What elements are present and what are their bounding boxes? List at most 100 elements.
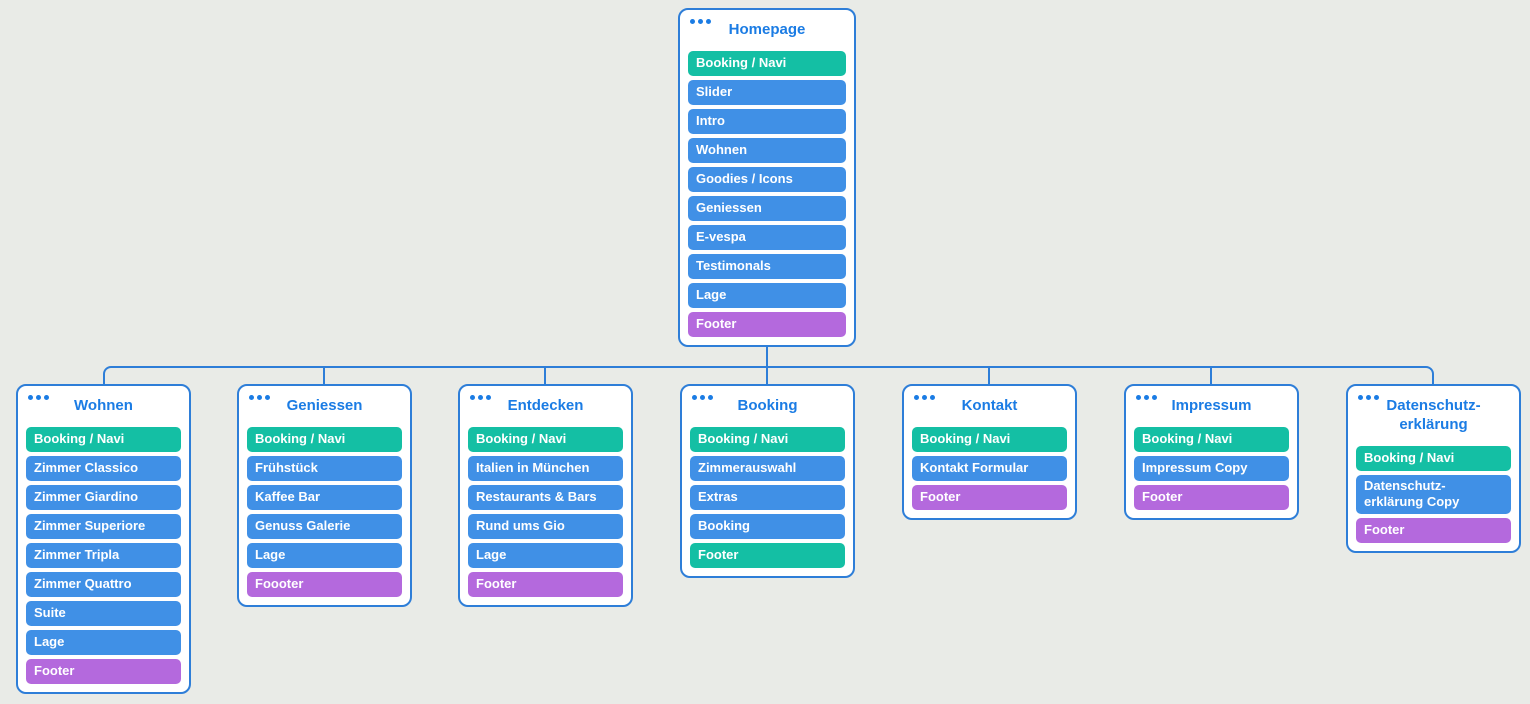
card-menu-dots-icon[interactable] xyxy=(692,395,713,400)
section-block[interactable]: Footer xyxy=(1356,518,1511,544)
section-block[interactable]: Goodies / Icons xyxy=(688,166,846,192)
page-title: Wohnen xyxy=(74,397,133,414)
section-block[interactable]: Footer xyxy=(26,658,181,684)
section-block[interactable]: Footer xyxy=(468,571,623,597)
dot-icon xyxy=(690,19,695,24)
card-menu-dots-icon[interactable] xyxy=(249,395,270,400)
section-block[interactable]: Suite xyxy=(26,600,181,626)
dot-icon xyxy=(478,395,483,400)
dot-icon xyxy=(700,395,705,400)
card-menu-dots-icon[interactable] xyxy=(1136,395,1157,400)
card-menu-dots-icon[interactable] xyxy=(470,395,491,400)
section-block[interactable]: Foooter xyxy=(247,571,402,597)
connector-drop xyxy=(766,366,768,385)
section-block[interactable]: Extras xyxy=(690,484,845,510)
section-block[interactable]: Booking / Navi xyxy=(912,426,1067,452)
section-block[interactable]: Booking / Navi xyxy=(690,426,845,452)
page-title: Geniessen xyxy=(286,397,363,414)
dot-icon xyxy=(249,395,254,400)
dot-icon xyxy=(914,395,919,400)
section-block[interactable]: Booking / Navi xyxy=(468,426,623,452)
section-block[interactable]: Lage xyxy=(247,542,402,568)
dot-icon xyxy=(44,395,49,400)
section-block[interactable]: Frühstück xyxy=(247,455,402,481)
section-block[interactable]: Zimmer Superiore xyxy=(26,513,181,539)
section-block[interactable]: Footer xyxy=(688,311,846,337)
dot-icon xyxy=(922,395,927,400)
dot-icon xyxy=(257,395,262,400)
section-block[interactable]: Lage xyxy=(468,542,623,568)
page-title: Datenschutz-erklärung xyxy=(1386,397,1481,433)
section-block[interactable]: Intro xyxy=(688,108,846,134)
section-block[interactable]: Geniessen xyxy=(688,195,846,221)
card-menu-dots-icon[interactable] xyxy=(28,395,49,400)
dot-icon xyxy=(1136,395,1141,400)
section-block[interactable]: Zimmer Classico xyxy=(26,455,181,481)
connector-drop xyxy=(988,366,990,385)
section-block[interactable]: Footer xyxy=(1134,484,1289,510)
section-block[interactable]: Impressum Copy xyxy=(1134,455,1289,481)
section-block[interactable]: Booking / Navi xyxy=(1134,426,1289,452)
section-block[interactable]: Booking / Navi xyxy=(26,426,181,452)
connector-branch-bar xyxy=(103,366,1434,385)
section-block[interactable]: E-vespa xyxy=(688,224,846,250)
section-block[interactable]: Genuss Galerie xyxy=(247,513,402,539)
section-block[interactable]: Rund ums Gio xyxy=(468,513,623,539)
section-block[interactable]: Booking / Navi xyxy=(688,50,846,76)
section-block[interactable]: Wohnen xyxy=(688,137,846,163)
section-block[interactable]: Lage xyxy=(26,629,181,655)
dot-icon xyxy=(470,395,475,400)
dot-icon xyxy=(486,395,491,400)
dot-icon xyxy=(265,395,270,400)
section-block[interactable]: Slider xyxy=(688,79,846,105)
connector-drop xyxy=(323,366,325,385)
dot-icon xyxy=(1152,395,1157,400)
section-block[interactable]: Zimmer Giardino xyxy=(26,484,181,510)
page-title: Kontakt xyxy=(961,397,1018,414)
section-block[interactable]: Footer xyxy=(690,542,845,568)
dot-icon xyxy=(36,395,41,400)
section-block[interactable]: Testimonals xyxy=(688,253,846,279)
section-block[interactable]: Datenschutz-erklärung Copy xyxy=(1356,474,1511,515)
dot-icon xyxy=(1366,395,1371,400)
dot-icon xyxy=(1358,395,1363,400)
card-menu-dots-icon[interactable] xyxy=(1358,395,1379,400)
page-title: Homepage xyxy=(728,21,806,38)
section-block[interactable]: Booking / Navi xyxy=(1356,445,1511,471)
section-block[interactable]: Zimmer Tripla xyxy=(26,542,181,568)
section-block[interactable]: Restaurants & Bars xyxy=(468,484,623,510)
section-block[interactable]: Zimmerauswahl xyxy=(690,455,845,481)
section-block[interactable]: Booking / Navi xyxy=(247,426,402,452)
dot-icon xyxy=(708,395,713,400)
section-block[interactable]: Booking xyxy=(690,513,845,539)
dot-icon xyxy=(1144,395,1149,400)
card-menu-dots-icon[interactable] xyxy=(914,395,935,400)
dot-icon xyxy=(698,19,703,24)
card-menu-dots-icon[interactable] xyxy=(690,19,711,24)
section-block[interactable]: Kaffee Bar xyxy=(247,484,402,510)
section-block[interactable]: Italien in München xyxy=(468,455,623,481)
dot-icon xyxy=(706,19,711,24)
section-block[interactable]: Kontakt Formular xyxy=(912,455,1067,481)
section-block[interactable]: Zimmer Quattro xyxy=(26,571,181,597)
section-block[interactable]: Footer xyxy=(912,484,1067,510)
section-block[interactable]: Lage xyxy=(688,282,846,308)
dot-icon xyxy=(692,395,697,400)
